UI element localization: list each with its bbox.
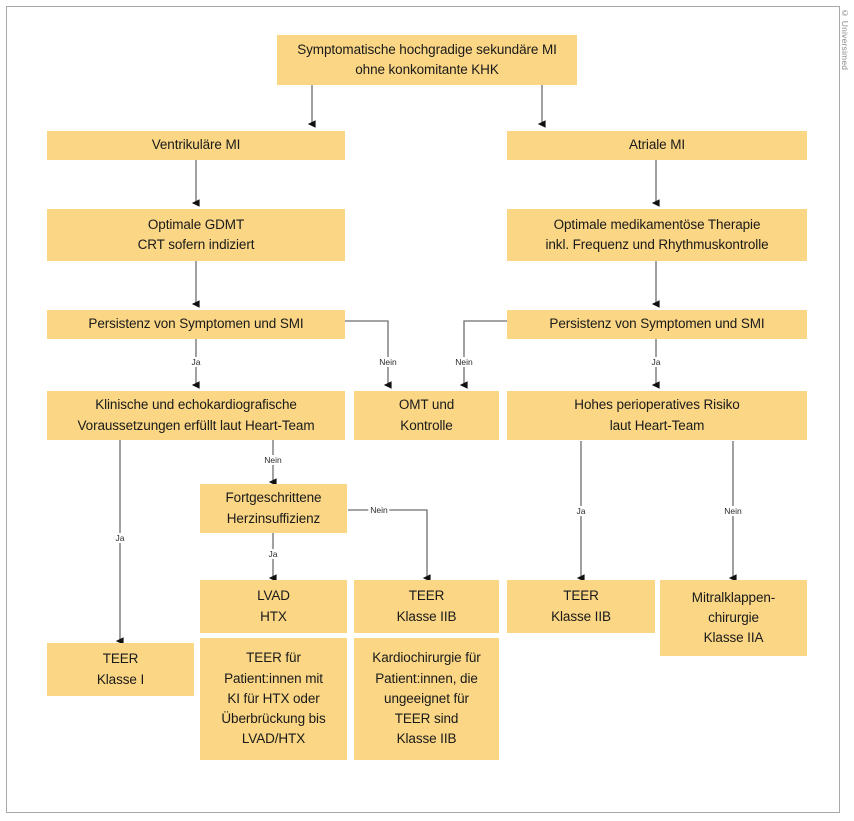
node-mitral-valve-surgery-line2: chirurgie xyxy=(708,609,759,625)
node-optimal-medical-therapy: Optimale medikamentöse Therapie inkl. Fr… xyxy=(507,209,807,261)
node-teer-iib-middle: TEER Klasse IIB xyxy=(354,580,499,633)
node-teer-for-patients: TEER für Patient:innen mit KI für HTX od… xyxy=(200,638,347,760)
node-teer-iib-middle-line2: Klasse IIB xyxy=(396,608,457,624)
node-teer-iib-right-line1: TEER xyxy=(563,588,599,604)
node-lvad-htx-line2: HTX xyxy=(260,608,287,624)
edge-persistence-left-no xyxy=(345,320,392,389)
node-omt-control: OMT und Kontrolle xyxy=(354,391,499,440)
node-lvad-htx: LVAD HTX xyxy=(200,580,347,633)
node-advanced-heart-failure-line1: Fortgeschrittene xyxy=(225,490,322,506)
node-teer-klasse-i-line2: Klasse I xyxy=(96,671,145,687)
node-teer-for-patients-line3: KI für HTX oder xyxy=(227,690,320,706)
node-high-perioperative-risk: Hohes perioperatives Risiko laut Heart-T… xyxy=(507,391,807,440)
node-ventricular-mi-line1: Ventrikuläre MI xyxy=(151,137,241,153)
node-teer-iib-right-line2: Klasse IIB xyxy=(551,608,611,624)
node-optimal-gdmt-line2: CRT sofern indiziert xyxy=(137,237,255,252)
copyright-notice: © Universimed xyxy=(840,8,850,71)
node-mitral-valve-surgery: Mitralklappen- chirurgie Klasse IIA xyxy=(660,580,807,656)
node-ventricular-mi: Ventrikuläre MI xyxy=(47,131,345,160)
edge-label-persistence-right-no: Nein xyxy=(453,357,475,367)
edge-label-persistence-left-yes: Ja xyxy=(189,357,203,367)
edge-advanced-no xyxy=(348,509,431,582)
node-clinical-echo-criteria-line1: Klinische und echokardiografische xyxy=(95,397,297,413)
node-cardiac-surgery: Kardiochirurgie für Patient:innen, die u… xyxy=(354,638,499,760)
node-teer-klasse-i-line1: TEER xyxy=(102,651,139,667)
edge-label-persistence-left-no: Nein xyxy=(377,357,399,367)
node-cardiac-surgery-line3: ungeeignet für xyxy=(384,690,469,706)
node-cardiac-surgery-line5: Klasse IIB xyxy=(396,731,457,747)
node-advanced-heart-failure-line2: Herzinsuffizienz xyxy=(226,510,321,526)
node-atrial-mi-line1: Atriale MI xyxy=(628,137,685,153)
edge-persistence-right-no xyxy=(459,320,507,389)
node-mitral-valve-surgery-line1: Mitralklappen- xyxy=(691,589,776,605)
node-high-perioperative-risk-line2: laut Heart-Team xyxy=(609,417,705,433)
node-teer-for-patients-line2: Patient:innen mit xyxy=(224,670,323,686)
node-teer-iib-middle-line1: TEER xyxy=(408,588,445,604)
node-persistence-left-line1: Persistenz von Symptomen und SMI xyxy=(88,316,304,332)
node-cardiac-surgery-line2: Patient:innen, die xyxy=(375,670,478,686)
node-teer-for-patients-line5: LVAD/HTX xyxy=(241,731,306,747)
node-cardiac-surgery-line1: Kardiochirurgie für xyxy=(372,650,481,666)
node-optimal-medical-therapy-line2: inkl. Frequenz und Rhythmuskontrolle xyxy=(545,237,769,252)
node-title: Symptomatische hochgradige sekundäre MI … xyxy=(277,35,577,85)
node-omt-control-line2: Kontrolle xyxy=(400,417,453,433)
node-optimal-medical-therapy-line1: Optimale medikamentöse Therapie xyxy=(553,216,761,232)
node-advanced-heart-failure: Fortgeschrittene Herzinsuffizienz xyxy=(200,484,347,533)
node-mitral-valve-surgery-line3: Klasse IIA xyxy=(703,630,764,646)
node-title-line2: ohne konkomitante KHK xyxy=(355,62,499,77)
edge-label-highrisk-no: Nein xyxy=(722,506,744,516)
node-persistence-left: Persistenz von Symptomen und SMI xyxy=(47,310,345,339)
edge-label-clinical-no: Nein xyxy=(262,455,284,465)
node-clinical-echo-criteria-line2: Voraussetzungen erfüllt laut Heart-Team xyxy=(77,417,315,433)
node-clinical-echo-criteria: Klinische und echokardiografische Voraus… xyxy=(47,391,345,440)
node-persistence-right: Persistenz von Symptomen und SMI xyxy=(507,310,807,339)
node-lvad-htx-line1: LVAD xyxy=(257,588,290,604)
edge-label-persistence-right-yes: Ja xyxy=(649,357,663,367)
node-teer-klasse-i: TEER Klasse I xyxy=(47,643,194,696)
node-optimal-gdmt-line1: Optimale GDMT xyxy=(147,216,245,232)
edge-label-highrisk-yes: Ja xyxy=(574,506,588,516)
node-teer-for-patients-line1: TEER für xyxy=(246,650,301,666)
node-teer-iib-right: TEER Klasse IIB xyxy=(507,580,655,633)
node-high-perioperative-risk-line1: Hohes perioperatives Risiko xyxy=(574,397,740,413)
node-cardiac-surgery-line4: TEER sind xyxy=(394,711,459,727)
node-teer-for-patients-line4: Überbrückung bis xyxy=(221,711,326,727)
node-optimal-gdmt: Optimale GDMT CRT sofern indiziert xyxy=(47,209,345,261)
node-omt-control-line1: OMT und xyxy=(398,397,455,413)
node-atrial-mi: Atriale MI xyxy=(507,131,807,160)
edge-label-clinical-yes: Ja xyxy=(113,533,127,543)
edge-label-advanced-yes: Ja xyxy=(266,549,280,559)
edge-label-advanced-no: Nein xyxy=(368,505,390,515)
node-title-line1: Symptomatische hochgradige sekundäre MI xyxy=(297,41,557,57)
node-persistence-right-line1: Persistenz von Symptomen und SMI xyxy=(549,316,765,332)
